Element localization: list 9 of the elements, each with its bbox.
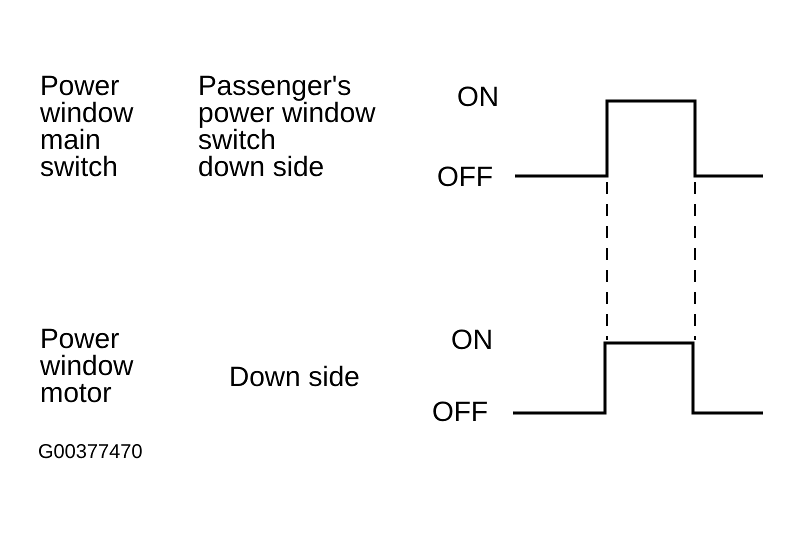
signal-name: Power window motor (40, 325, 134, 406)
state-label: ON (451, 325, 493, 355)
figure-code: G00377470 (38, 440, 143, 464)
state-label: OFF (432, 397, 488, 427)
signal-name: Down side (229, 362, 360, 392)
signal-name: Power window main switch (40, 72, 134, 180)
state-label: ON (457, 82, 499, 112)
state-label: OFF (437, 162, 493, 192)
signal-name: Passenger's power window switch down side (198, 72, 376, 180)
